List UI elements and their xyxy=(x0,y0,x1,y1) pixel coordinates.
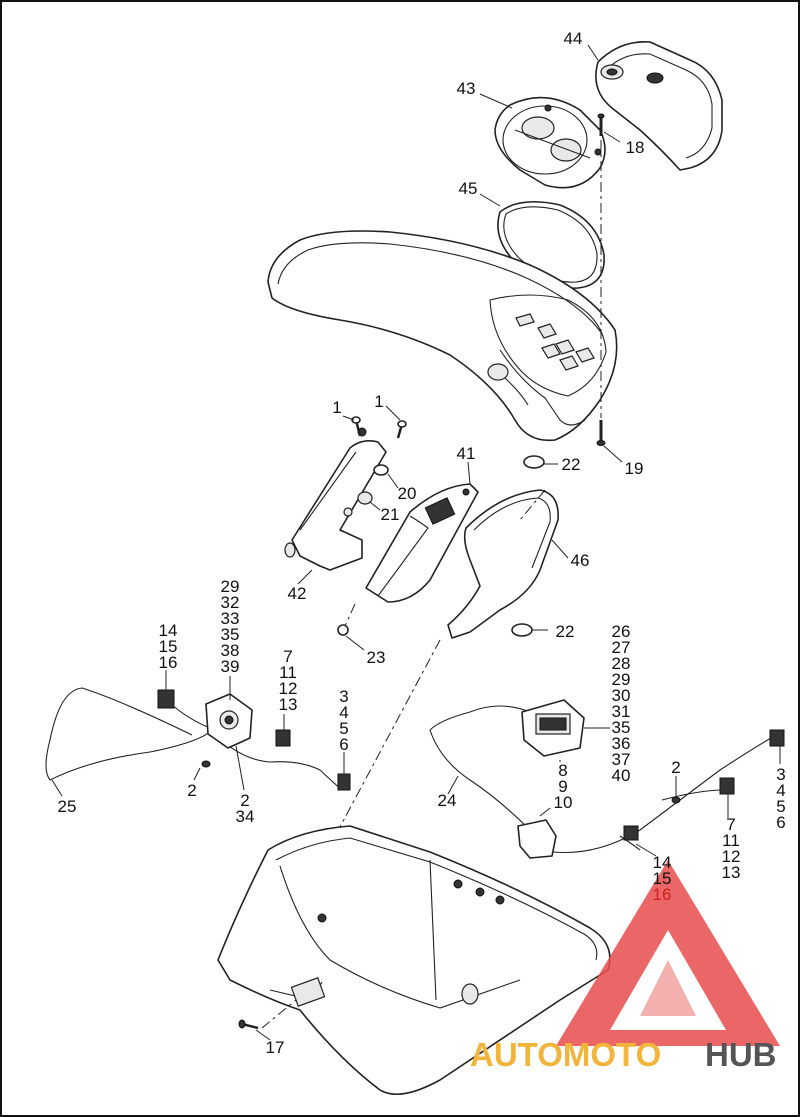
callout-left-group-top-2: 33 xyxy=(221,609,240,628)
callout-19: 19 xyxy=(625,459,644,478)
callout-right-group-8-1: 9 xyxy=(558,777,567,796)
left-wiring-harness xyxy=(45,687,351,791)
callout-left-group-top-1: 32 xyxy=(221,593,240,612)
callout-right-group-14-2: 16 xyxy=(653,885,672,904)
part-23-nut xyxy=(337,624,349,636)
part-20-grommet xyxy=(373,464,389,476)
screw-1b xyxy=(396,420,407,439)
callout-22b: 22 xyxy=(556,622,575,641)
callout-left-group-14-0: 14 xyxy=(159,621,178,640)
part-22b-plug xyxy=(511,623,533,637)
callout-left-group-14-2: 16 xyxy=(159,653,178,672)
callout-right-group-3-1: 4 xyxy=(776,781,785,800)
callout-labels: 44 43 18 45 19 1 1 41 22 20 21 46 42 23 … xyxy=(58,29,786,1057)
callout-45: 45 xyxy=(459,179,478,198)
callout-46: 46 xyxy=(571,551,590,570)
callout-left-group-3-3: 6 xyxy=(339,735,348,754)
callout-2b: 2 xyxy=(240,791,249,810)
callout-right-group-7-3: 13 xyxy=(722,863,741,882)
screw-1a xyxy=(351,416,362,437)
callout-left-group-top-4: 38 xyxy=(221,641,240,660)
callout-41: 41 xyxy=(457,444,476,463)
callout-right-group-top-5: 31 xyxy=(612,702,631,721)
part-41-module xyxy=(365,483,479,603)
callout-2a: 2 xyxy=(187,781,196,800)
callout-right-group-7-2: 12 xyxy=(722,847,741,866)
part-21-spacer xyxy=(357,491,373,505)
callout-left-group-3-2: 5 xyxy=(339,719,348,738)
callout-right-group-top-9: 40 xyxy=(612,766,631,785)
callout-20: 20 xyxy=(398,484,417,503)
callout-left-group-top-3: 35 xyxy=(221,625,240,644)
screw-19 xyxy=(596,420,606,446)
callout-right-group-3-0: 3 xyxy=(776,765,785,784)
leader-lines xyxy=(51,44,781,1041)
callout-left-group-3-1: 4 xyxy=(339,703,348,722)
callout-left-group-7-3: 13 xyxy=(279,695,298,714)
watermark-wordmark: AUTOMOTO HUB xyxy=(470,1036,777,1073)
part-46-cover-panel xyxy=(447,489,559,639)
watermark-word-part1: AUTOMOTO xyxy=(470,1036,661,1073)
callout-right-group-14-1: 15 xyxy=(653,869,672,888)
saddlebag-body xyxy=(217,825,611,1096)
callout-right-group-8-0: 8 xyxy=(558,761,567,780)
callout-right-group-top-0: 26 xyxy=(612,622,631,641)
callout-25: 25 xyxy=(58,797,77,816)
callout-right-group-top-6: 35 xyxy=(612,718,631,737)
callout-right-group-3-3: 6 xyxy=(776,813,785,832)
part-43-speaker xyxy=(494,96,606,189)
callout-right-group-top-4: 30 xyxy=(612,686,631,705)
callout-23: 23 xyxy=(367,648,386,667)
part-22a-plug xyxy=(523,455,545,469)
callout-right-group-top-2: 28 xyxy=(612,654,631,673)
screw-18 xyxy=(597,113,605,136)
callout-2c: 2 xyxy=(671,758,680,777)
alignment-line-plug xyxy=(519,489,546,521)
callout-43: 43 xyxy=(457,79,476,98)
callout-1b: 1 xyxy=(374,392,383,411)
part-44-speaker-grille xyxy=(595,41,723,171)
callout-34: 34 xyxy=(236,807,255,826)
callout-left-group-3-0: 3 xyxy=(339,687,348,706)
callout-24: 24 xyxy=(438,791,457,810)
watermark-word-part2: HUB xyxy=(705,1036,777,1073)
callout-left-group-14-1: 15 xyxy=(159,637,178,656)
callout-right-group-7-0: 7 xyxy=(726,815,735,834)
screw-17 xyxy=(238,1019,259,1030)
callout-right-group-top-3: 29 xyxy=(612,670,631,689)
alignment-line-17 xyxy=(261,999,297,1029)
callout-right-group-top-7: 36 xyxy=(612,734,631,753)
callout-right-group-8-2: 10 xyxy=(554,793,573,812)
callout-44: 44 xyxy=(564,29,583,48)
callout-17: 17 xyxy=(266,1038,285,1057)
callout-18: 18 xyxy=(626,138,645,157)
callout-42: 42 xyxy=(288,584,307,603)
callout-right-group-7-1: 11 xyxy=(722,831,740,850)
callout-right-group-top-8: 37 xyxy=(612,750,631,769)
callout-left-group-7-1: 11 xyxy=(279,663,297,682)
callout-21: 21 xyxy=(381,505,400,524)
callout-left-group-7-0: 7 xyxy=(283,647,292,666)
callout-right-group-top-1: 27 xyxy=(612,638,631,657)
right-wiring-harness xyxy=(429,699,785,859)
alignment-line-23 xyxy=(344,603,356,627)
callout-22a: 22 xyxy=(562,455,581,474)
callout-left-group-7-2: 12 xyxy=(279,679,298,698)
callout-right-group-14-0: 14 xyxy=(653,853,672,872)
callout-left-group-top-0: 29 xyxy=(221,577,240,596)
saddlebag-lid xyxy=(267,230,618,442)
callout-left-group-top-5: 39 xyxy=(221,657,240,676)
callout-1a: 1 xyxy=(332,398,341,417)
callout-right-group-3-2: 5 xyxy=(776,797,785,816)
watermark-logo xyxy=(556,860,780,1046)
part-42-bracket xyxy=(284,427,387,571)
